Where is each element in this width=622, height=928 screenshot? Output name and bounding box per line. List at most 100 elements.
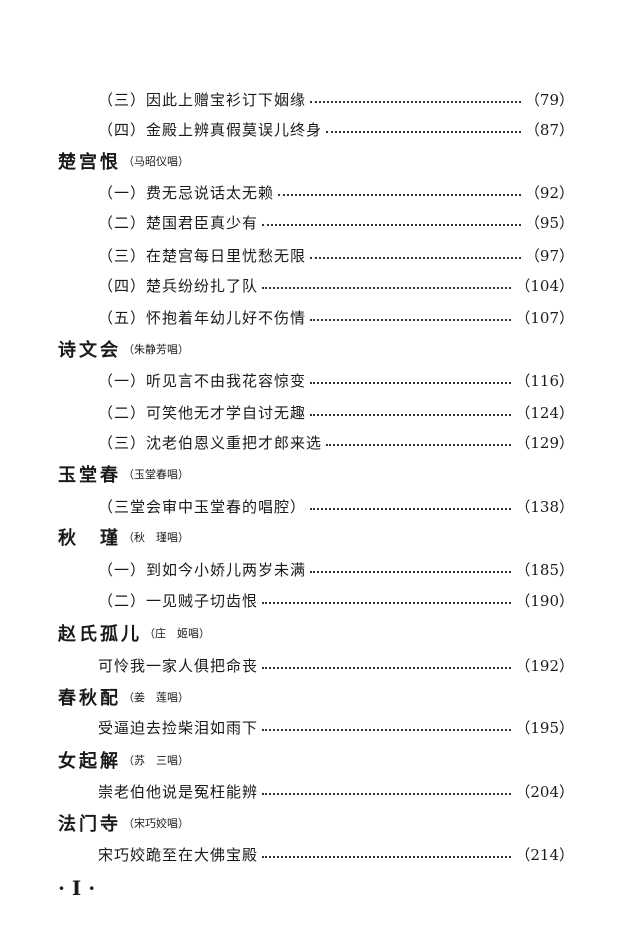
entry-text: 可怜我一家人俱把命丧: [98, 656, 259, 675]
entry-page-number: （124）: [515, 403, 574, 422]
entry-text: 因此上赠宝衫订下姻缘: [146, 90, 307, 109]
toc-entry: 崇老伯他说是冤枉能辨 （204）: [0, 778, 622, 804]
entry-text: （三堂会审中玉堂春的唱腔）: [98, 497, 307, 516]
entry-number: （二）: [98, 591, 147, 610]
entry-page-number: （192）: [515, 656, 574, 675]
singer-note: （庄 姬唱）: [144, 627, 210, 640]
entry-page-number: （138）: [515, 497, 574, 516]
section-heading: 赵氏孤儿（庄 姬唱）: [0, 620, 622, 646]
entry-title: （三堂会审中玉堂春的唱腔）: [98, 496, 306, 517]
dot-leader: [262, 856, 512, 858]
section-title: 玉堂春: [58, 465, 121, 486]
toc-entry: （二）一见贼子切齿恨 （190）: [0, 587, 622, 613]
entry-text: 怀抱着年幼儿好不伤情: [146, 308, 307, 327]
entry-page-number: （92）: [524, 183, 574, 202]
entry-page-number: （79）: [524, 90, 574, 109]
entry-text: 可笑他无才学自讨无趣: [146, 403, 307, 422]
toc-entry: （四）楚兵纷纷扎了队 （104）: [0, 272, 622, 298]
singer-note: （玉堂春唱）: [123, 468, 189, 481]
dot-leader: [262, 602, 512, 604]
section-title: 楚宫恨: [58, 152, 121, 173]
singer-note: （宋巧姣唱）: [123, 817, 189, 830]
entry-number: （一）: [98, 183, 147, 202]
entry-number: （四）: [98, 276, 147, 295]
section-title: 女起解: [58, 751, 121, 772]
entry-text: 宋巧姣跪至在大佛宝殿: [98, 845, 259, 864]
dot-leader: [262, 793, 512, 795]
entry-page-number: （190）: [515, 591, 574, 610]
singer-note: （秋 瑾唱）: [123, 531, 189, 544]
dot-leader: [310, 319, 512, 321]
entry-page-number: （116）: [515, 371, 574, 390]
section-heading: 秋 瑾（秋 瑾唱）: [0, 524, 622, 550]
entry-number: （三）: [98, 246, 147, 265]
toc-entry: 受逼迫去捡柴泪如雨下（195）: [0, 714, 622, 740]
dot-leader: [310, 382, 512, 384]
dot-leader: [310, 101, 521, 103]
section-heading: 法门寺（宋巧姣唱）: [0, 810, 622, 836]
toc-entry: （三）沈老伯恩义重把才郎来选（129）: [0, 429, 622, 455]
entry-text: 金殿上辨真假莫误儿终身: [146, 120, 323, 139]
singer-note: （苏 三唱）: [123, 754, 189, 767]
toc-entry: （一）听见言不由我花容惊变 （116）: [0, 367, 622, 393]
entry-text: 听见言不由我花容惊变: [146, 371, 307, 390]
section-heading: 玉堂春（玉堂春唱）: [0, 461, 622, 487]
entry-title: （二）楚国君臣真少有: [98, 212, 258, 233]
entry-page-number: （95）: [524, 213, 574, 232]
dot-leader: [262, 224, 521, 226]
entry-title: 崇老伯他说是冤枉能辨: [98, 781, 258, 802]
entry-title: （三）在楚宫每日里忧愁无限: [98, 245, 306, 266]
entry-page-number: （185）: [515, 560, 574, 579]
entry-title: （一）到如今小娇儿两岁未满: [98, 559, 306, 580]
entry-number: （二）: [98, 403, 147, 422]
entry-page-number: （87）: [524, 120, 574, 139]
entry-title: （二）一见贼子切齿恨: [98, 590, 258, 611]
entry-number: （四）: [98, 120, 147, 139]
toc-entry: （一）费无忌说话太无赖 （92）: [0, 179, 622, 205]
entry-text: 一见贼子切齿恨: [146, 591, 259, 610]
entry-title: （一）费无忌说话太无赖: [98, 182, 274, 203]
section-title: 赵氏孤儿: [58, 624, 142, 645]
entry-title: （四）楚兵纷纷扎了队: [98, 275, 258, 296]
page-number-footer: · I ·: [58, 876, 96, 900]
toc-entry: （四）金殿上辨真假莫误儿终身 （87）: [0, 116, 622, 142]
entry-page-number: （214）: [515, 845, 574, 864]
singer-note: （马昭仪唱）: [123, 155, 189, 168]
section-title: 秋 瑾: [58, 528, 121, 549]
toc-entry: （二）楚国君臣真少有 （95）: [0, 209, 622, 235]
entry-page-number: （204）: [515, 782, 574, 801]
dot-leader: [310, 508, 512, 510]
toc-entry: （三堂会审中玉堂春的唱腔） （138）: [0, 493, 622, 519]
entry-number: （二）: [98, 213, 147, 232]
entry-page-number: （104）: [515, 276, 574, 295]
section-heading: 楚宫恨（马昭仪唱）: [0, 148, 622, 174]
entry-text: 受逼迫去捡柴泪如雨下: [98, 718, 259, 737]
entry-number: （一）: [98, 371, 147, 390]
dot-leader: [278, 194, 521, 196]
entry-title: （一）听见言不由我花容惊变: [98, 370, 306, 391]
dot-leader: [310, 571, 512, 573]
section-heading: 诗文会（朱静芳唱）: [0, 336, 622, 362]
section-title: 法门寺: [58, 814, 121, 835]
section-heading: 春秋配（姜 莲唱）: [0, 684, 622, 710]
entry-text: 崇老伯他说是冤枉能辨: [98, 782, 259, 801]
singer-note: （朱静芳唱）: [123, 343, 189, 356]
entry-page-number: （107）: [515, 308, 574, 327]
entry-title: （二）可笑他无才学自讨无趣: [98, 402, 306, 423]
toc-entry: （五）怀抱着年幼儿好不伤情 （107）: [0, 304, 622, 330]
entry-text: 楚兵纷纷扎了队: [146, 276, 259, 295]
entry-number: （五）: [98, 308, 147, 327]
toc-entry: （三）在楚宫每日里忧愁无限 （97）: [0, 242, 622, 268]
entry-title: 受逼迫去捡柴泪如雨下: [98, 717, 258, 738]
entry-title: （四）金殿上辨真假莫误儿终身: [98, 119, 322, 140]
dot-leader: [326, 444, 512, 446]
toc-entry: 可怜我一家人俱把命丧 （192）: [0, 652, 622, 678]
section-title: 春秋配: [58, 688, 121, 709]
entry-page-number: （129）: [515, 433, 574, 452]
entry-text: 沈老伯恩义重把才郎来选: [146, 433, 323, 452]
dot-leader: [310, 257, 521, 259]
section-heading: 女起解（苏 三唱）: [0, 747, 622, 773]
entry-page-number: （97）: [524, 246, 574, 265]
toc-entry: （一）到如今小娇儿两岁未满 （185）: [0, 556, 622, 582]
